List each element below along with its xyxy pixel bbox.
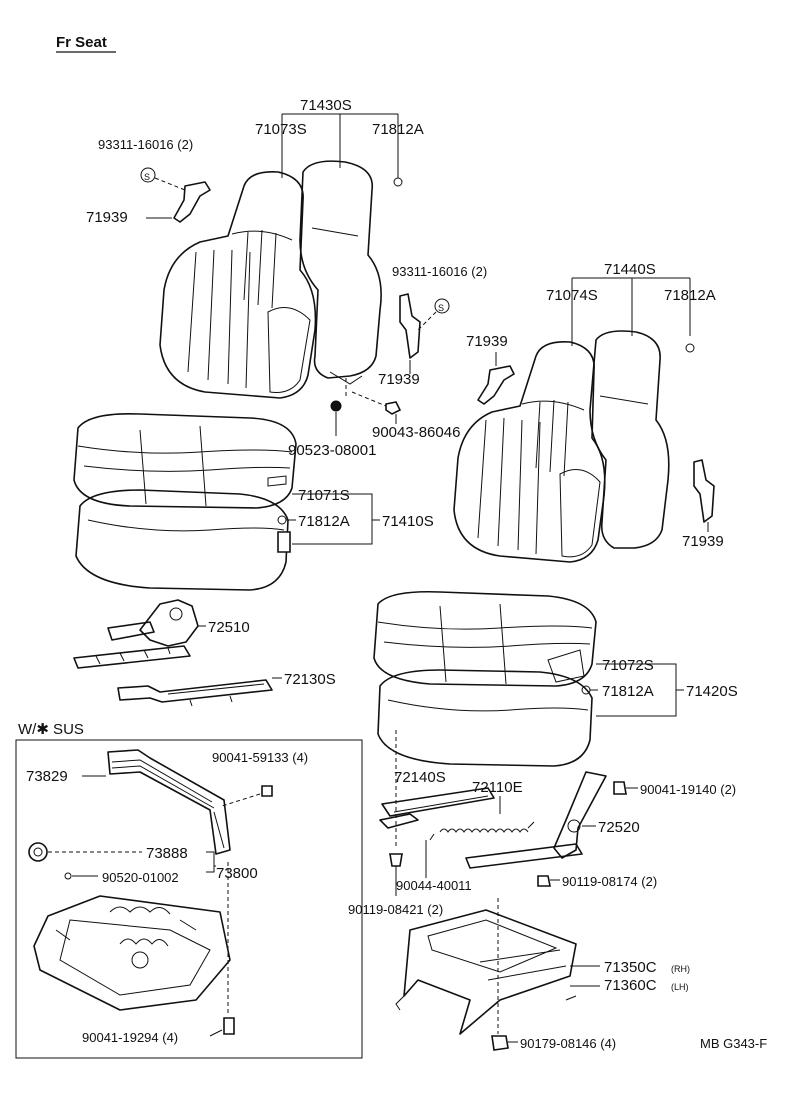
seat-frame-71350C <box>395 909 577 1035</box>
label-72520: 72520 <box>598 819 640 836</box>
label-90043-86046: 90043-86046 <box>372 424 460 441</box>
bolt-90041-19140 <box>613 781 627 795</box>
label-71812A-d: 71812A <box>602 683 654 700</box>
bolt-90179-08146 <box>491 1035 509 1051</box>
label-93311-16016-a: 93311-16016 (2) <box>98 137 193 152</box>
bolt-90119-08421 <box>389 853 403 867</box>
screw-s-text-a: S <box>144 172 150 182</box>
screw-s-text-b: S <box>438 303 444 313</box>
label-90520-01002: 90520-01002 <box>102 870 179 885</box>
spring-72110E <box>439 828 529 833</box>
label-71812A-b: 71812A <box>664 287 716 304</box>
label-71074S: 71074S <box>546 287 598 304</box>
label-71350C: 71350C <box>604 959 657 976</box>
label-90044-40011: 90044-40011 <box>396 878 472 893</box>
label-73800: 73800 <box>216 865 258 882</box>
bolt-90041-59133 <box>261 785 273 797</box>
label-71939-b: 71939 <box>378 371 420 388</box>
label-90041-59133: 90041-59133 (4) <box>212 750 308 765</box>
label-71812A-c: 71812A <box>298 513 350 530</box>
drawing-code: MB G343-F <box>700 1036 767 1051</box>
label-71360C: 71360C <box>604 977 657 994</box>
diagram-title: Fr Seat <box>56 34 107 51</box>
label-72510: 72510 <box>208 619 250 636</box>
label-71420S: 71420S <box>686 683 738 700</box>
label-71071S: 71071S <box>298 487 350 504</box>
label-71812A-a: 71812A <box>372 121 424 138</box>
label-72110E: 72110E <box>472 779 523 796</box>
bolt-90041-19294 <box>223 1017 235 1035</box>
bolt-90043 <box>385 401 402 415</box>
label-72140S: 72140S <box>394 769 446 786</box>
nut-90523 <box>330 400 342 412</box>
bolt-90119-08174 <box>537 875 551 887</box>
cover-73829 <box>107 749 231 855</box>
seat-adjuster-72510 <box>73 599 199 669</box>
label-90523-08001: 90523-08001 <box>288 442 376 459</box>
seat-cushion-left <box>73 412 297 591</box>
seat-back-right <box>453 330 670 563</box>
label-73829: 73829 <box>26 768 68 785</box>
label-71939-c: 71939 <box>466 333 508 350</box>
label-90041-19294: 90041-19294 (4) <box>82 1030 178 1045</box>
screw-s-marker-a <box>140 167 156 183</box>
slide-rail-72140S <box>379 787 495 829</box>
seat-adjuster-72520 <box>465 771 607 869</box>
label-71350C-side: (RH) <box>671 964 690 974</box>
bracket-71939-c <box>477 365 515 405</box>
screw-s-marker-b <box>434 298 450 314</box>
suspension-73800 <box>33 895 231 1011</box>
label-71939-a: 71939 <box>86 209 128 226</box>
label-72130S: 72130S <box>284 671 336 688</box>
label-93311-16016-b: 93311-16016 (2) <box>392 264 487 279</box>
label-71072S: 71072S <box>602 657 654 674</box>
label-71360C-side: (LH) <box>671 982 689 992</box>
label-90119-08174: 90119-08174 (2) <box>562 874 657 889</box>
label-71410S: 71410S <box>382 513 434 530</box>
label-71440S: 71440S <box>604 261 656 278</box>
seat-back-left <box>159 160 382 399</box>
label-73888: 73888 <box>146 845 188 862</box>
label-71073S: 71073S <box>255 121 307 138</box>
seat-cushion-right <box>373 590 597 767</box>
label-71430S: 71430S <box>300 97 352 114</box>
label-90041-19140: 90041-19140 (2) <box>640 782 736 797</box>
knob-73888 <box>28 842 48 862</box>
label-71939-d: 71939 <box>682 533 724 550</box>
inset-title: W/✱ SUS <box>18 721 84 738</box>
label-90119-08421: 90119-08421 (2) <box>348 902 443 917</box>
seat-rail-72130S <box>117 679 273 707</box>
label-90179-08146: 90179-08146 (4) <box>520 1036 616 1051</box>
inset-box-sus <box>15 739 363 1059</box>
bracket-71939-d <box>693 459 715 523</box>
